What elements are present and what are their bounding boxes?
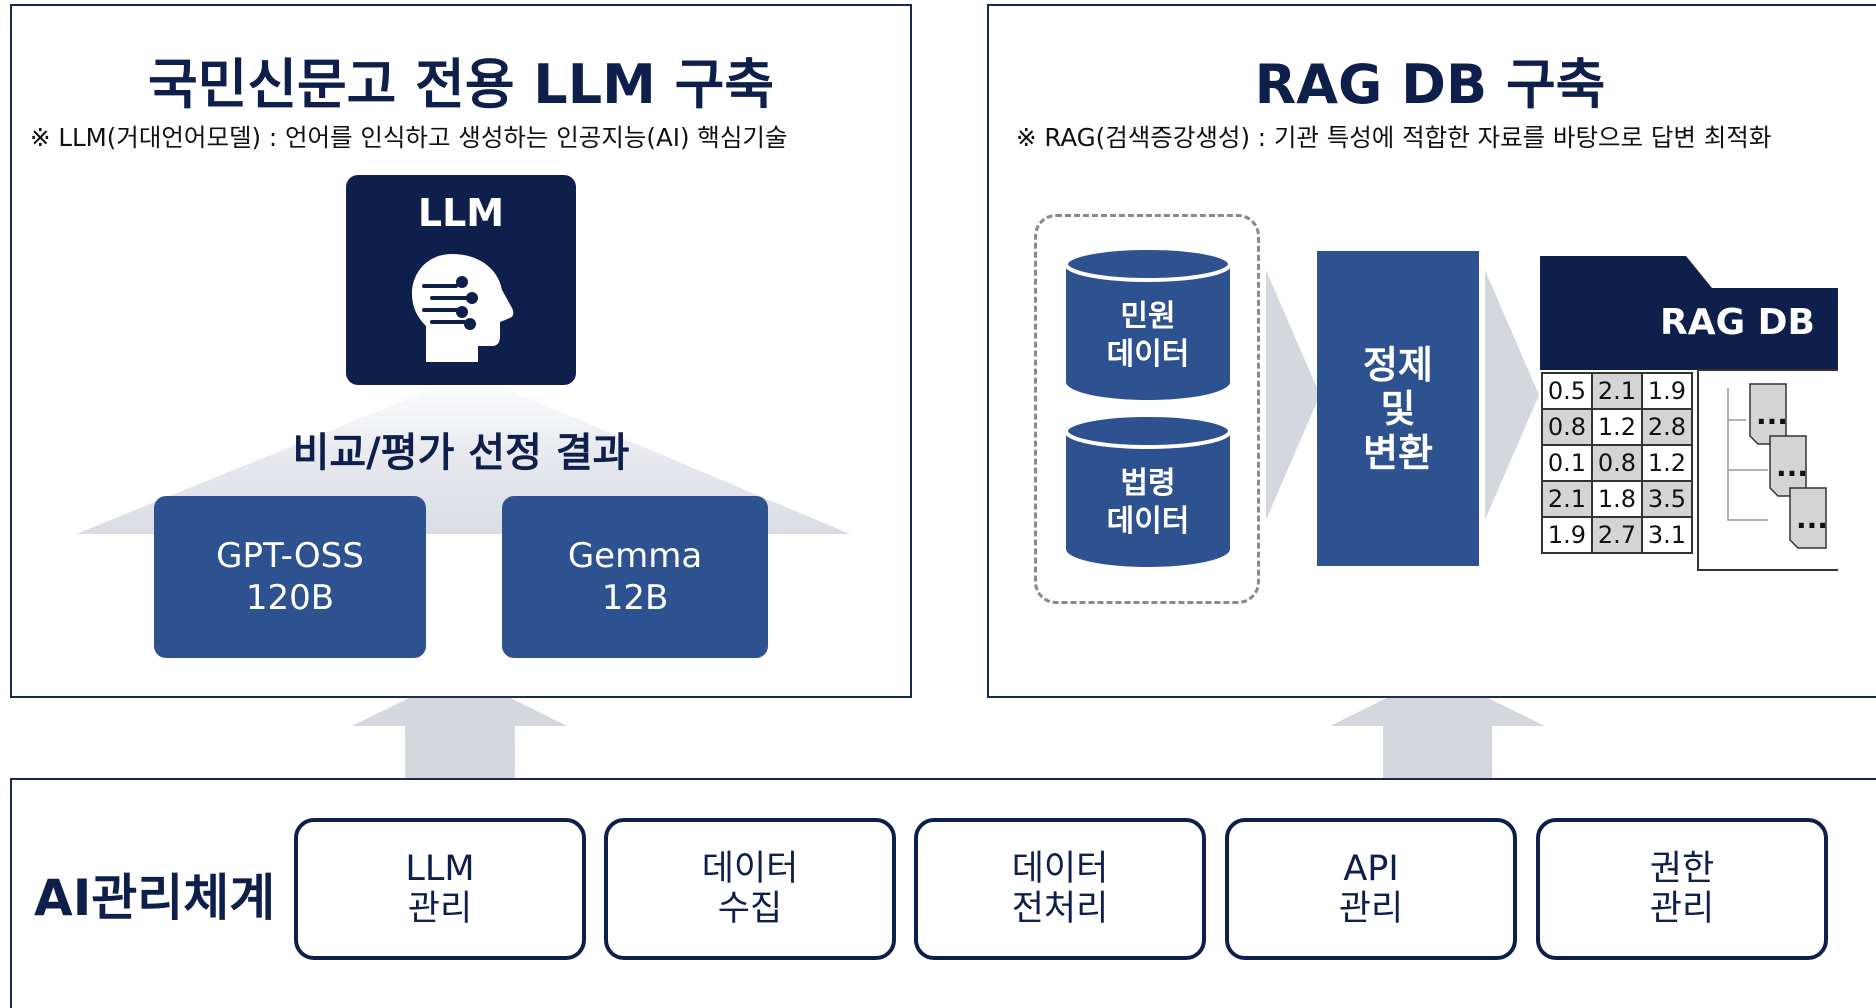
rag-section-title: RAG DB 구축 [1254, 53, 1606, 116]
model-size: 120B [245, 578, 335, 618]
model-gpt-oss: GPT-OSS 120B [154, 496, 426, 658]
process-line-3: 변환 [1363, 430, 1433, 475]
selection-triangle [76, 374, 850, 534]
table-cell: 0.1 [1541, 444, 1593, 482]
legal-database: 법령 데이터 [1064, 413, 1232, 569]
mgmt-item-line-1: 데이터 [701, 849, 799, 889]
mgmt-item-line-2: 수집 [717, 889, 783, 929]
table-row: 0.5 2.1 1.9 [1541, 372, 1693, 410]
mgmt-item-line-2: 관리 [1338, 889, 1404, 929]
table-row: 1.9 2.7 3.1 [1541, 516, 1693, 554]
database-cylinder-icon [1064, 246, 1232, 400]
table-cell: 3.1 [1641, 516, 1693, 554]
table-cell: 2.1 [1541, 480, 1593, 518]
model-size: 12B [601, 578, 669, 618]
doc-ellipsis-3: ... [1796, 502, 1828, 535]
cylinder-label-1: 법령 [1120, 466, 1176, 501]
process-line-2: 및 [1380, 386, 1416, 431]
mgmt-item-line-2: 관리 [407, 889, 473, 929]
ai-head-icon [412, 254, 514, 362]
mgmt-item-llm: LLM 관리 [294, 818, 586, 960]
data-source-group [1034, 214, 1260, 604]
table-cell: 1.9 [1541, 516, 1593, 554]
table-cell: 3.5 [1641, 480, 1693, 518]
selection-result-label: 비교/평가 선정 결과 [292, 430, 630, 476]
mgmt-item-line-1: LLM [405, 849, 475, 889]
table-cell: 0.8 [1591, 444, 1643, 482]
mgmt-item-line-2: 전처리 [1011, 889, 1109, 929]
table-cell: 2.7 [1591, 516, 1643, 554]
mgmt-item-data-collection: 데이터 수집 [604, 818, 896, 960]
rag-definition-note: ※ RAG(검색증강생성) : 기관 특성에 적합한 자료를 바탕으로 답변 최… [1016, 123, 1772, 152]
table-cell: 1.2 [1591, 408, 1643, 446]
llm-definition-note: ※ LLM(거대언어모델) : 언어를 인식하고 생성하는 인공지능(AI) 핵… [30, 123, 788, 152]
mgmt-item-data-preprocessing: 데이터 전처리 [914, 818, 1206, 960]
doc-ellipsis-1: ... [1756, 398, 1788, 431]
database-cylinder-icon [1064, 413, 1232, 567]
mgmt-item-line-1: API [1343, 849, 1399, 889]
llm-box: LLM [346, 175, 576, 385]
model-name: Gemma [567, 536, 703, 576]
table-row: 2.1 1.8 3.5 [1541, 480, 1693, 518]
refine-transform-box: 정제 및 변환 [1317, 251, 1479, 566]
table-row: 0.1 0.8 1.2 [1541, 444, 1693, 482]
model-gemma: Gemma 12B [502, 496, 768, 658]
mgmt-item-permission: 권한 관리 [1536, 818, 1828, 960]
table-cell: 1.2 [1641, 444, 1693, 482]
mgmt-item-api: API 관리 [1225, 818, 1517, 960]
mgmt-item-line-1: 권한 [1649, 849, 1715, 889]
table-cell: 1.9 [1641, 372, 1693, 410]
mgmt-item-line-2: 관리 [1649, 889, 1715, 929]
llm-section-title: 국민신문고 전용 LLM 구축 [147, 53, 775, 116]
civil-complaint-database: 민원 데이터 [1064, 246, 1232, 402]
table-cell: 0.5 [1541, 372, 1593, 410]
cylinder-label-1: 민원 [1120, 299, 1176, 334]
mgmt-item-line-1: 데이터 [1011, 849, 1109, 889]
cylinder-label-2: 데이터 [1106, 504, 1190, 539]
table-cell: 2.8 [1641, 408, 1693, 446]
vector-table: 0.5 2.1 1.9 0.8 1.2 2.8 0.1 0.8 1.2 2.1 … [1541, 372, 1693, 554]
table-row: 0.8 1.2 2.8 [1541, 408, 1693, 446]
doc-ellipsis-2: ... [1776, 450, 1808, 483]
ai-management-title: AI관리체계 [34, 869, 276, 927]
document-icon [1789, 487, 1827, 549]
table-cell: 1.8 [1591, 480, 1643, 518]
llm-label: LLM [417, 191, 505, 235]
process-line-1: 정제 [1363, 342, 1433, 387]
table-cell: 0.8 [1541, 408, 1593, 446]
rag-db-folder [1540, 256, 1838, 571]
llm-panel: 국민신문고 전용 LLM 구축 ※ LLM(거대언어모델) : 언어를 인식하고… [10, 4, 912, 698]
model-name: GPT-OSS [216, 536, 364, 576]
table-cell: 2.1 [1591, 372, 1643, 410]
up-arrow-rag [1330, 673, 1545, 778]
up-arrow-llm [352, 673, 567, 778]
cylinder-label-2: 데이터 [1106, 337, 1190, 372]
rag-db-label: RAG DB [1660, 302, 1815, 343]
